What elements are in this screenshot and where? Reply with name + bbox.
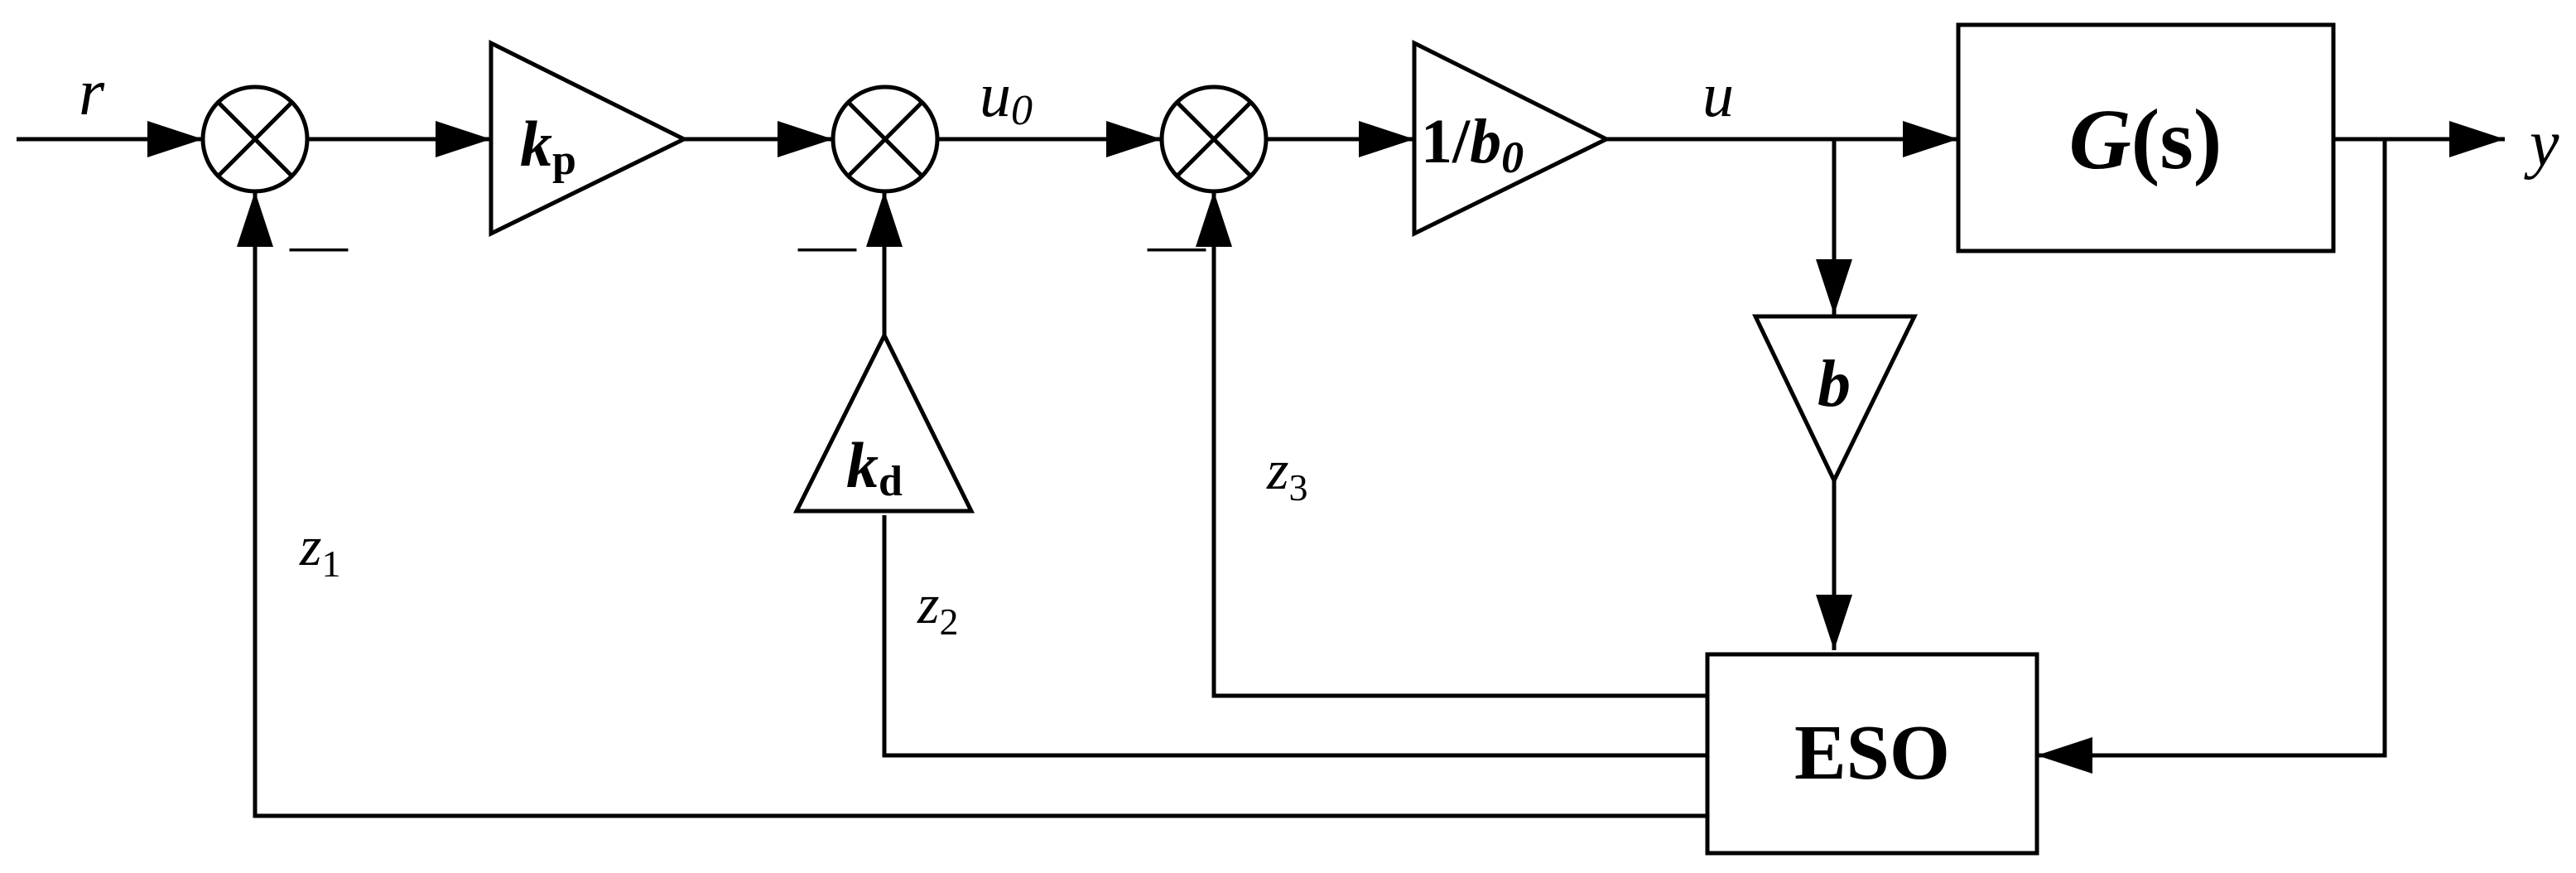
u0-symbol: u: [980, 60, 1011, 130]
summing-junction-3: [1159, 84, 1269, 194]
kd-symbol: k: [846, 429, 879, 501]
wire-z1: [253, 191, 1707, 818]
z1-symbol: z: [299, 514, 321, 577]
svg-text:1/b0: 1/b0: [1421, 107, 1524, 182]
proportional-gain-block: kp: [489, 39, 689, 238]
output-label: y: [2524, 108, 2559, 181]
inv-gain-numerator: 1/: [1421, 107, 1471, 176]
sum1-minus-sign: —: [289, 213, 349, 277]
plant-s: s: [2160, 92, 2193, 187]
arrowhead-b-in: [1816, 259, 1852, 315]
plant-paren-close: ): [2193, 92, 2222, 187]
reference-label: r: [79, 56, 105, 129]
plant-gain-block: b: [1752, 314, 1919, 485]
svg-text:kd: kd: [846, 429, 903, 505]
wire-z2: [882, 515, 1707, 758]
inv-gain-b: b: [1470, 107, 1501, 176]
arrowhead-sum2-bottom-in: [866, 191, 903, 247]
arrowhead-eso-top-in: [1816, 595, 1852, 650]
svg-text:G(s): G(s): [2069, 92, 2222, 187]
sum2-minus-sign: —: [797, 213, 857, 277]
eso-block: ESO: [1705, 652, 2039, 856]
inverse-gain-block: 1/b0: [1412, 39, 1611, 238]
u0-subscript: 0: [1011, 87, 1033, 134]
arrowhead-eso-right-in: [2037, 737, 2092, 774]
observer-feedback: [237, 191, 1707, 818]
b-symbol: b: [1818, 348, 1851, 421]
plant-paren-open: (: [2131, 92, 2160, 187]
forward-path: [17, 121, 2505, 157]
plant-block: G(s): [1956, 22, 2336, 253]
svg-text:kp: kp: [520, 108, 576, 184]
z2-symbol: z: [917, 572, 939, 635]
inv-gain-subscript: 0: [1501, 133, 1524, 182]
z1-subscript: 1: [321, 543, 340, 585]
arrowhead-reference-in: [147, 121, 203, 157]
arrowhead-sum3-in: [1106, 121, 1162, 157]
arrowhead-plant-in: [1903, 121, 1958, 157]
arrowhead-sum1-bottom-in: [237, 191, 273, 247]
kp-subscript: p: [552, 137, 576, 184]
arrowhead-kp-in: [436, 121, 491, 157]
z3-subscript: 3: [1288, 466, 1307, 509]
arrowhead-output: [2449, 121, 2505, 157]
z2-label: z2: [917, 572, 958, 643]
derivative-gain-block: kd: [792, 330, 975, 514]
u0-label: u0: [980, 60, 1033, 134]
summing-junction-2: [831, 84, 940, 194]
arrowhead-inv-gain-in: [1359, 121, 1414, 157]
z1-label: z1: [299, 514, 340, 585]
arrowhead-sum2-in: [778, 121, 833, 157]
kd-subscript: d: [879, 458, 903, 505]
summing-junction-1: [200, 84, 310, 194]
u-label: u: [1702, 60, 1734, 130]
control-branch: [1816, 139, 1852, 650]
plant-g: G: [2069, 92, 2131, 187]
z3-label: z3: [1266, 438, 1307, 509]
eso-label: ESO: [1794, 710, 1950, 796]
wire-z3: [1211, 191, 1707, 698]
z3-symbol: z: [1266, 438, 1288, 501]
z2-subscript: 2: [939, 600, 958, 643]
sum3-minus-sign: —: [1147, 213, 1206, 277]
wire-y-to-eso: [2037, 139, 2387, 758]
output-feedback: [2037, 139, 2387, 774]
kp-symbol: k: [520, 108, 552, 180]
arrowhead-sum3-bottom-in: [1196, 191, 1232, 247]
